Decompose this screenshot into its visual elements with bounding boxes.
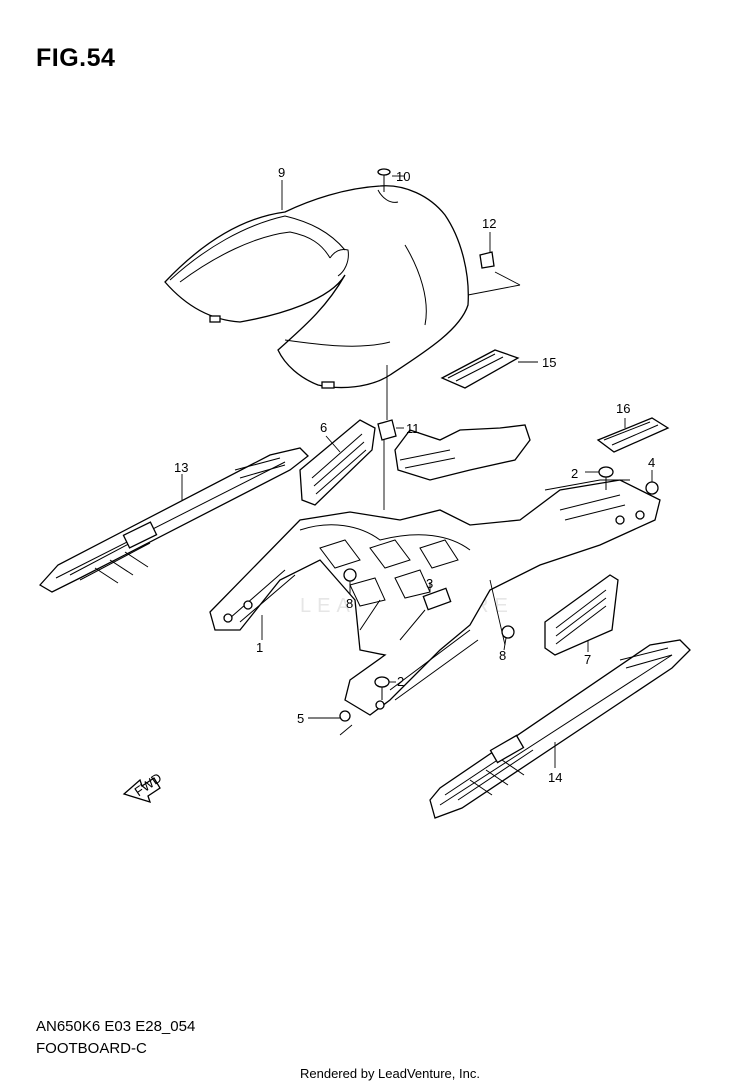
callout-4: 4 [648,455,655,470]
leader-right [489,579,506,646]
part-7-right-grille [544,574,619,656]
part-14-right-mat [429,639,691,819]
callout-15: 15 [542,355,556,370]
part-13-left-mat [38,447,309,593]
fwd-arrow-icon: FWD [122,770,164,803]
part-9-tail-cover [164,185,469,389]
callout-1: 1 [256,640,263,655]
callout-8-right: 8 [499,648,506,663]
callout-8-left: 8 [346,596,353,611]
callout-3: 3 [426,576,433,591]
callout-12: 12 [482,216,496,231]
part-16-panel [596,417,670,453]
diagram-name: FOOTBOARD-C [36,1040,147,1057]
callout-11: 11 [406,421,420,436]
leader-5b [339,724,353,736]
callout-7: 7 [584,652,591,667]
part-2-fastener-upper [585,466,614,490]
part-12-clip [479,232,495,269]
figure-title: FIG.54 [36,44,116,72]
credit-line: Rendered by LeadVenture, Inc. [300,1066,480,1081]
callout-16: 16 [616,401,630,416]
callout-13: 13 [174,460,188,475]
part-2-fastener-lower [374,676,396,700]
callout-9: 9 [278,165,285,180]
callout-2-lower: 2 [397,674,404,689]
part-11-bracket [377,365,404,510]
callout-2-upper: 2 [571,466,578,481]
upper-rear-cowl [394,424,630,491]
callout-6: 6 [320,420,327,435]
leader-12b [467,284,521,296]
part-15-panel [440,349,538,389]
part-6-left-grille [299,419,376,506]
model-code: AN650K6 E03 E28_054 [36,1018,196,1035]
part-5-screw [308,710,351,722]
part-4-nut [645,470,659,495]
callout-5: 5 [297,711,304,726]
callout-14: 14 [548,770,562,785]
leader-12 [494,271,521,286]
part-3-spacer [422,582,452,611]
part-8-grommet-left [343,568,357,594]
callout-10: 10 [396,169,410,184]
part-10-screw [377,168,404,192]
